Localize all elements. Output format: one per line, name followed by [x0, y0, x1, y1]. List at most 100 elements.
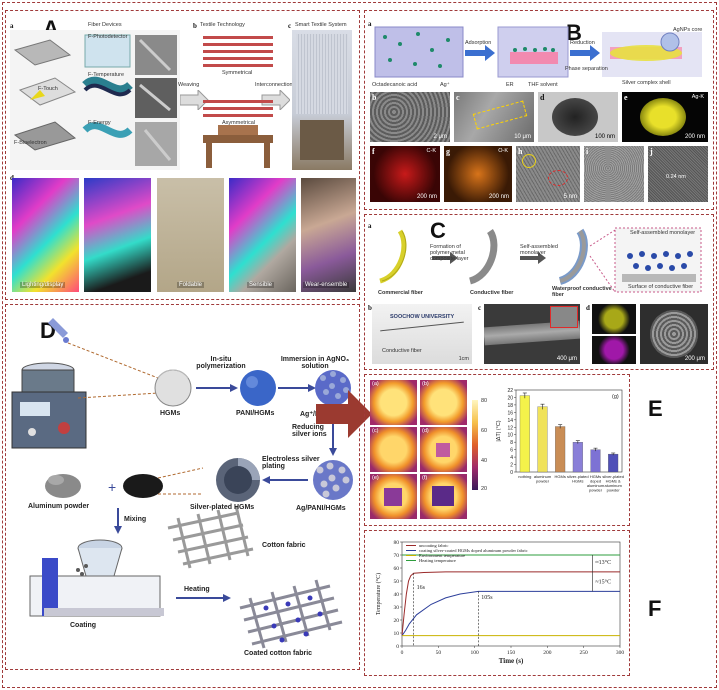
sem-label-d: d: [540, 93, 545, 102]
map-image-h: h 5 nm: [516, 146, 580, 202]
line-xtick-label-1: 50: [436, 650, 442, 656]
thermal-f: (f): [420, 474, 467, 519]
panel-b-sub-a: a: [368, 20, 372, 28]
map-label-i: i: [586, 147, 589, 156]
bar-2: [555, 426, 566, 473]
map-label-j: j: [650, 147, 653, 156]
map-image-f: f C-K 200 nm: [370, 146, 440, 202]
colorbar-tick-80: 80: [481, 398, 488, 404]
label-formation: Formation of polymer-metal composite lay…: [430, 244, 469, 262]
map-c-magenta: [592, 336, 636, 364]
photo-label-wear: Wear-ensemble: [303, 282, 350, 288]
panel-a-sub-d: d: [10, 174, 14, 182]
line-ytick-label-0: 0: [396, 644, 399, 650]
panel-b-frame: [364, 10, 714, 210]
line-xtick-label-2: 100: [471, 650, 480, 656]
line-xlabel: Time (s): [499, 657, 524, 665]
bar-category-2: HGMs: [554, 474, 565, 479]
panel-c-sub-c: c: [478, 304, 482, 312]
university-text: SOOCHOW UNIVERSITY: [390, 314, 455, 320]
line-ylabel: Temperature (°C): [375, 573, 382, 615]
device-label-touch: F-Touch: [38, 86, 58, 92]
label-commercial-fiber: Commercial fiber: [378, 290, 423, 296]
map-scale-h: 5 nm: [563, 194, 577, 200]
thermal-colorbar: [472, 400, 478, 490]
line-ytick-label-2: 20: [394, 618, 400, 624]
sem-scale-b: 2 μm: [433, 134, 447, 140]
bar-ytick-label-10: 20: [507, 395, 513, 401]
label-phase-sep: Phase separation: [565, 66, 608, 72]
thermal-e: (e): [370, 474, 417, 519]
label-coating: Coating: [70, 622, 97, 629]
panel-f-letter: F: [648, 596, 662, 621]
bar-5: [608, 453, 619, 473]
bar-panel-label: (g): [612, 394, 619, 400]
label-electroless: Electroless silver plating: [262, 456, 320, 470]
line-series-1: [401, 590, 620, 636]
label-self-assembled-mono: Self-assembled monolayer: [630, 230, 696, 236]
thermal-label-f: (f): [422, 475, 428, 481]
sem-image-c: c 10 μm: [454, 92, 534, 142]
device-label-temperature: F-Temperature: [88, 72, 125, 78]
label-self-assembled: Self-assembled monolayer: [520, 244, 558, 256]
bar-ytick-label-9: 18: [507, 403, 513, 409]
device-label-photodetector: F-Photodetector: [88, 34, 128, 40]
panel-a-sub-b: b: [193, 22, 197, 30]
bar-0: [519, 395, 530, 473]
annotation-16s: 16s: [417, 585, 426, 591]
legend-label-1: coating silver-coated HGMs doped aluminu…: [419, 548, 528, 553]
panel-a-fiber-devices-illustration: [10, 30, 180, 170]
bar-ytick-label-3: 6: [510, 448, 513, 454]
label-agnps-core: AgNPs core: [673, 27, 703, 33]
sem-label-c: c: [456, 93, 460, 102]
panel-b-letter: B: [566, 20, 582, 45]
panel-d-frame: [5, 304, 360, 670]
map-image-g: g O-K 200 nm: [444, 146, 512, 202]
legend-label-3: Heating temperature: [419, 558, 456, 563]
asymmetrical-label: Asymmetrical: [222, 120, 256, 126]
bar-ytick-label-11: 22: [507, 388, 513, 394]
photo-label-lighting: Lighting/display: [20, 282, 66, 288]
bar-4: [590, 449, 601, 473]
thermal-label-c: (c): [372, 428, 379, 434]
d-to-e-arrow: [316, 390, 372, 438]
bar-chart-frame: [515, 389, 623, 473]
legend-label-2: Environment temperature: [419, 553, 465, 558]
thermal-label-a: (a): [372, 381, 379, 387]
sem-scale-c: 10 μm: [514, 134, 531, 140]
sem-label-b: b: [372, 93, 377, 102]
panel-a-arrows: [180, 90, 290, 110]
bar-ytick-label-4: 8: [510, 440, 513, 446]
panel-a-sub-a: a: [10, 22, 14, 30]
panel-a-textile-technology: Textile Technology: [200, 22, 245, 28]
label-reducing: Reducing silver ions: [292, 424, 327, 438]
bar-ytick-label-2: 4: [510, 455, 513, 461]
bar-ytick-label-1: 2: [510, 463, 513, 469]
label-thf: THF solvent: [528, 82, 558, 88]
label-coated-cotton: Coated cotton fabric: [244, 650, 313, 657]
interconnection-label: Interconnection: [255, 82, 293, 88]
map-scale-j: 0.24 nm: [666, 174, 686, 180]
label-adsorption: Adsorption: [465, 40, 492, 46]
photo-label-foldable: Foldable: [177, 282, 205, 288]
scale-c-b: 1cm: [458, 356, 469, 362]
colorbar-tick-60: 60: [481, 428, 488, 434]
panel-c-sub-b: b: [368, 304, 372, 312]
line-xtick-label-0: 0: [401, 650, 404, 656]
o-k-label: O-K: [498, 148, 508, 154]
colorbar-tick-20: 20: [481, 486, 488, 492]
line-ytick-label-5: 50: [394, 579, 400, 585]
label-reduction: Reduction: [570, 40, 595, 46]
panel-c-sub-d: d: [586, 304, 590, 312]
line-ytick-label-3: 30: [394, 605, 400, 611]
label-surface: Surface of conductive fiber: [628, 284, 694, 290]
label-silver-plated: Silver-plated HGMs: [190, 504, 255, 511]
panel-d-process-diagram: +: [11, 318, 353, 649]
bar-ytick-label-7: 14: [507, 418, 513, 424]
sem-c-cross-section: 200 μm: [640, 304, 708, 364]
map-scale-g: 200 nm: [488, 194, 509, 200]
label-silver-shell: Silver complex shell: [622, 80, 671, 86]
